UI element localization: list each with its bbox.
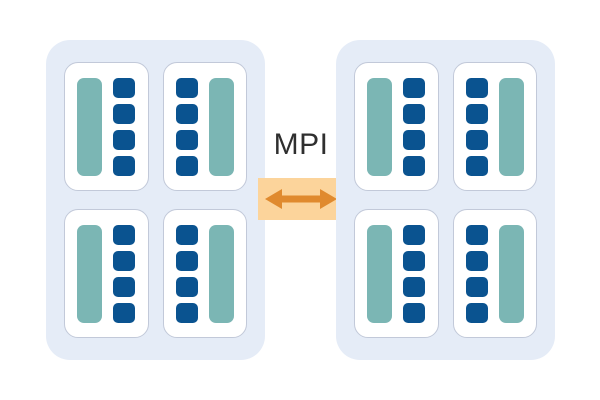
core-unit — [403, 224, 426, 245]
mpi-label: MPI — [273, 128, 329, 161]
memory-bar — [367, 77, 393, 176]
core-unit — [465, 250, 488, 271]
core-unit — [465, 302, 488, 323]
core-unit — [175, 302, 198, 323]
socket-left-bottom-left — [64, 209, 149, 338]
core-unit — [113, 302, 136, 323]
core-column — [403, 224, 426, 323]
socket-grid-left — [64, 62, 247, 338]
core-column — [403, 77, 426, 176]
memory-bar — [77, 77, 103, 176]
core-unit — [403, 276, 426, 297]
core-unit — [113, 276, 136, 297]
double-headed-horizontal-arrow-icon — [265, 189, 337, 209]
core-unit — [465, 77, 488, 98]
memory-bar — [208, 224, 234, 323]
socket-right-top-right — [452, 62, 537, 191]
core-unit — [465, 129, 488, 150]
core-unit — [465, 103, 488, 124]
core-column — [465, 224, 488, 323]
compute-node-left — [46, 40, 265, 360]
core-unit — [175, 224, 198, 245]
core-unit — [113, 77, 136, 98]
core-unit — [113, 129, 136, 150]
socket-right-bottom-right — [452, 209, 537, 338]
core-unit — [113, 224, 136, 245]
memory-bar — [498, 224, 524, 323]
core-column — [465, 77, 488, 176]
core-column — [113, 224, 136, 323]
socket-right-bottom-left — [354, 209, 439, 338]
core-unit — [113, 155, 136, 176]
socket-right-top-left — [354, 62, 439, 191]
core-unit — [175, 77, 198, 98]
mpi-communication-band — [258, 178, 344, 220]
core-column — [175, 77, 198, 176]
core-unit — [403, 302, 426, 323]
core-unit — [403, 103, 426, 124]
memory-bar — [208, 77, 234, 176]
core-unit — [403, 250, 426, 271]
core-unit — [113, 250, 136, 271]
socket-grid-right — [354, 62, 537, 338]
core-unit — [175, 155, 198, 176]
memory-bar — [367, 224, 393, 323]
core-unit — [175, 250, 198, 271]
mpi-link: MPI — [258, 128, 344, 220]
memory-bar — [498, 77, 524, 176]
core-unit — [465, 155, 488, 176]
core-column — [175, 224, 198, 323]
socket-left-bottom-right — [162, 209, 247, 338]
core-unit — [465, 276, 488, 297]
compute-node-right — [336, 40, 555, 360]
core-unit — [175, 129, 198, 150]
core-unit — [465, 224, 488, 245]
core-column — [113, 77, 136, 176]
core-unit — [403, 129, 426, 150]
socket-left-top-right — [162, 62, 247, 191]
memory-bar — [77, 224, 103, 323]
core-unit — [403, 77, 426, 98]
core-unit — [403, 155, 426, 176]
core-unit — [113, 103, 136, 124]
socket-left-top-left — [64, 62, 149, 191]
core-unit — [175, 276, 198, 297]
core-unit — [175, 103, 198, 124]
